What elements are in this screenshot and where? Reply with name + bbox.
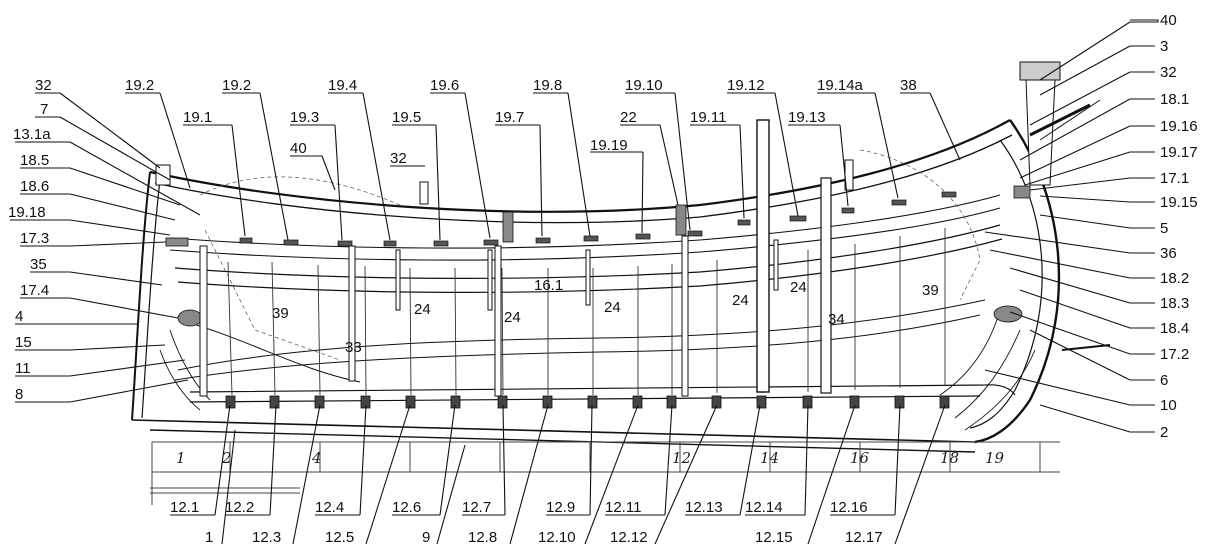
label-24-b: 24 (504, 309, 521, 326)
label-18-6: 18.6 (20, 178, 49, 195)
label-18-1: 18.1 (1160, 91, 1189, 108)
label-15: 15 (15, 334, 32, 351)
label-12-16: 12.16 (830, 499, 868, 516)
label-7: 7 (40, 101, 48, 118)
label-19-8: 19.8 (533, 77, 562, 94)
label-19-7: 19.7 (495, 109, 524, 126)
label-19-15: 19.15 (1160, 194, 1198, 211)
label-34: 34 (828, 311, 845, 328)
label-32-inner: 32 (390, 150, 407, 167)
scale-mark-18: 18 (940, 449, 959, 467)
label-11: 11 (15, 360, 31, 377)
label-4: 4 (15, 308, 23, 325)
label-39-left: 39 (272, 305, 289, 322)
label-19-18: 19.18 (8, 204, 46, 221)
label-12-9: 12.9 (546, 499, 575, 516)
label-33: 33 (345, 339, 362, 356)
label-19-12: 19.12 (727, 77, 765, 94)
label-24-c: 24 (604, 299, 621, 316)
label-40-right: 40 (1160, 12, 1177, 29)
label-19-2-a: 19.2 (125, 77, 154, 94)
label-12-15: 12.15 (755, 529, 793, 544)
leader-lines (10, 19, 1159, 544)
label-18-3: 18.3 (1160, 295, 1189, 312)
label-1: 1 (205, 529, 213, 544)
scale-mark-2: 2 (221, 449, 232, 467)
label-6: 6 (1160, 372, 1168, 389)
label-19-1: 19.1 (183, 109, 212, 126)
label-17-3: 17.3 (20, 230, 49, 247)
knees (165, 185, 1031, 327)
label-38: 38 (900, 77, 917, 94)
label-24-d: 24 (732, 292, 749, 309)
label-19-6: 19.6 (430, 77, 459, 94)
label-12-2: 12.2 (225, 499, 254, 516)
hull-frames (227, 228, 946, 396)
floor-timbers (225, 395, 950, 409)
scale-mark-19: 19 (985, 449, 1005, 467)
label-12-4: 12.4 (315, 499, 344, 516)
label-19-13: 19.13 (788, 109, 826, 126)
label-19-19: 19.19 (590, 137, 628, 154)
label-19-16: 19.16 (1160, 118, 1198, 135)
label-19-2-b: 19.2 (222, 77, 251, 94)
label-18-5: 18.5 (20, 152, 49, 169)
label-17-2: 17.2 (1160, 346, 1189, 363)
label-22: 22 (620, 109, 637, 126)
mast-and-posts (155, 61, 1061, 397)
label-39-right: 39 (922, 282, 939, 299)
label-2: 2 (1160, 424, 1168, 441)
label-19-11: 19.11 (690, 109, 726, 126)
scale-mark-14: 14 (760, 449, 779, 467)
label-16-1: 16.1 (534, 277, 563, 294)
label-24-a: 24 (414, 301, 431, 318)
label-12-5: 12.5 (325, 529, 354, 544)
label-32-left: 32 (35, 77, 52, 94)
label-12-3: 12.3 (252, 529, 281, 544)
scale-mark-4: 4 (311, 449, 322, 467)
callout-labels: 19.2 19.2 19.4 19.6 19.8 19.10 19.12 19.… (8, 12, 1198, 544)
label-12-7: 12.7 (462, 499, 491, 516)
label-36: 36 (1160, 245, 1177, 262)
label-3: 3 (1160, 38, 1168, 55)
scale-marks: 1 2 4 12 14 16 18 19 (176, 449, 1005, 467)
label-18-4: 18.4 (1160, 320, 1189, 337)
label-12-17: 12.17 (845, 529, 883, 544)
label-13-1a: 13.1a (13, 126, 51, 143)
label-9: 9 (422, 529, 430, 544)
scale-mark-1: 1 (176, 449, 186, 467)
scale-bar (150, 441, 1060, 505)
label-17-4: 17.4 (20, 282, 49, 299)
label-35: 35 (30, 256, 47, 273)
dashed-outlines (199, 149, 981, 361)
label-19-17: 19.17 (1160, 144, 1198, 161)
label-40-inner: 40 (290, 140, 307, 157)
label-12-1: 12.1 (170, 499, 199, 516)
label-8: 8 (15, 386, 23, 403)
label-32-right: 32 (1160, 64, 1177, 81)
label-12-12: 12.12 (610, 529, 648, 544)
label-19-5: 19.5 (392, 109, 421, 126)
label-19-10: 19.10 (625, 77, 663, 94)
label-10: 10 (1160, 397, 1177, 414)
label-12-8: 12.8 (468, 529, 497, 544)
label-19-3: 19.3 (290, 109, 319, 126)
label-17-1: 17.1 (1160, 170, 1189, 187)
label-19-4: 19.4 (328, 77, 357, 94)
label-5: 5 (1160, 220, 1168, 237)
label-12-14: 12.14 (745, 499, 783, 516)
label-12-11: 12.11 (605, 499, 641, 516)
label-18-2: 18.2 (1160, 270, 1189, 287)
thwart-blocks (239, 191, 957, 247)
scale-mark-12: 12 (672, 449, 691, 467)
label-12-10: 12.10 (538, 529, 576, 544)
label-24-e: 24 (790, 279, 807, 296)
label-19-14a: 19.14a (817, 77, 864, 94)
tiller (1029, 99, 1111, 351)
label-12-6: 12.6 (392, 499, 421, 516)
label-12-13: 12.13 (685, 499, 723, 516)
scale-mark-16: 16 (850, 449, 870, 467)
